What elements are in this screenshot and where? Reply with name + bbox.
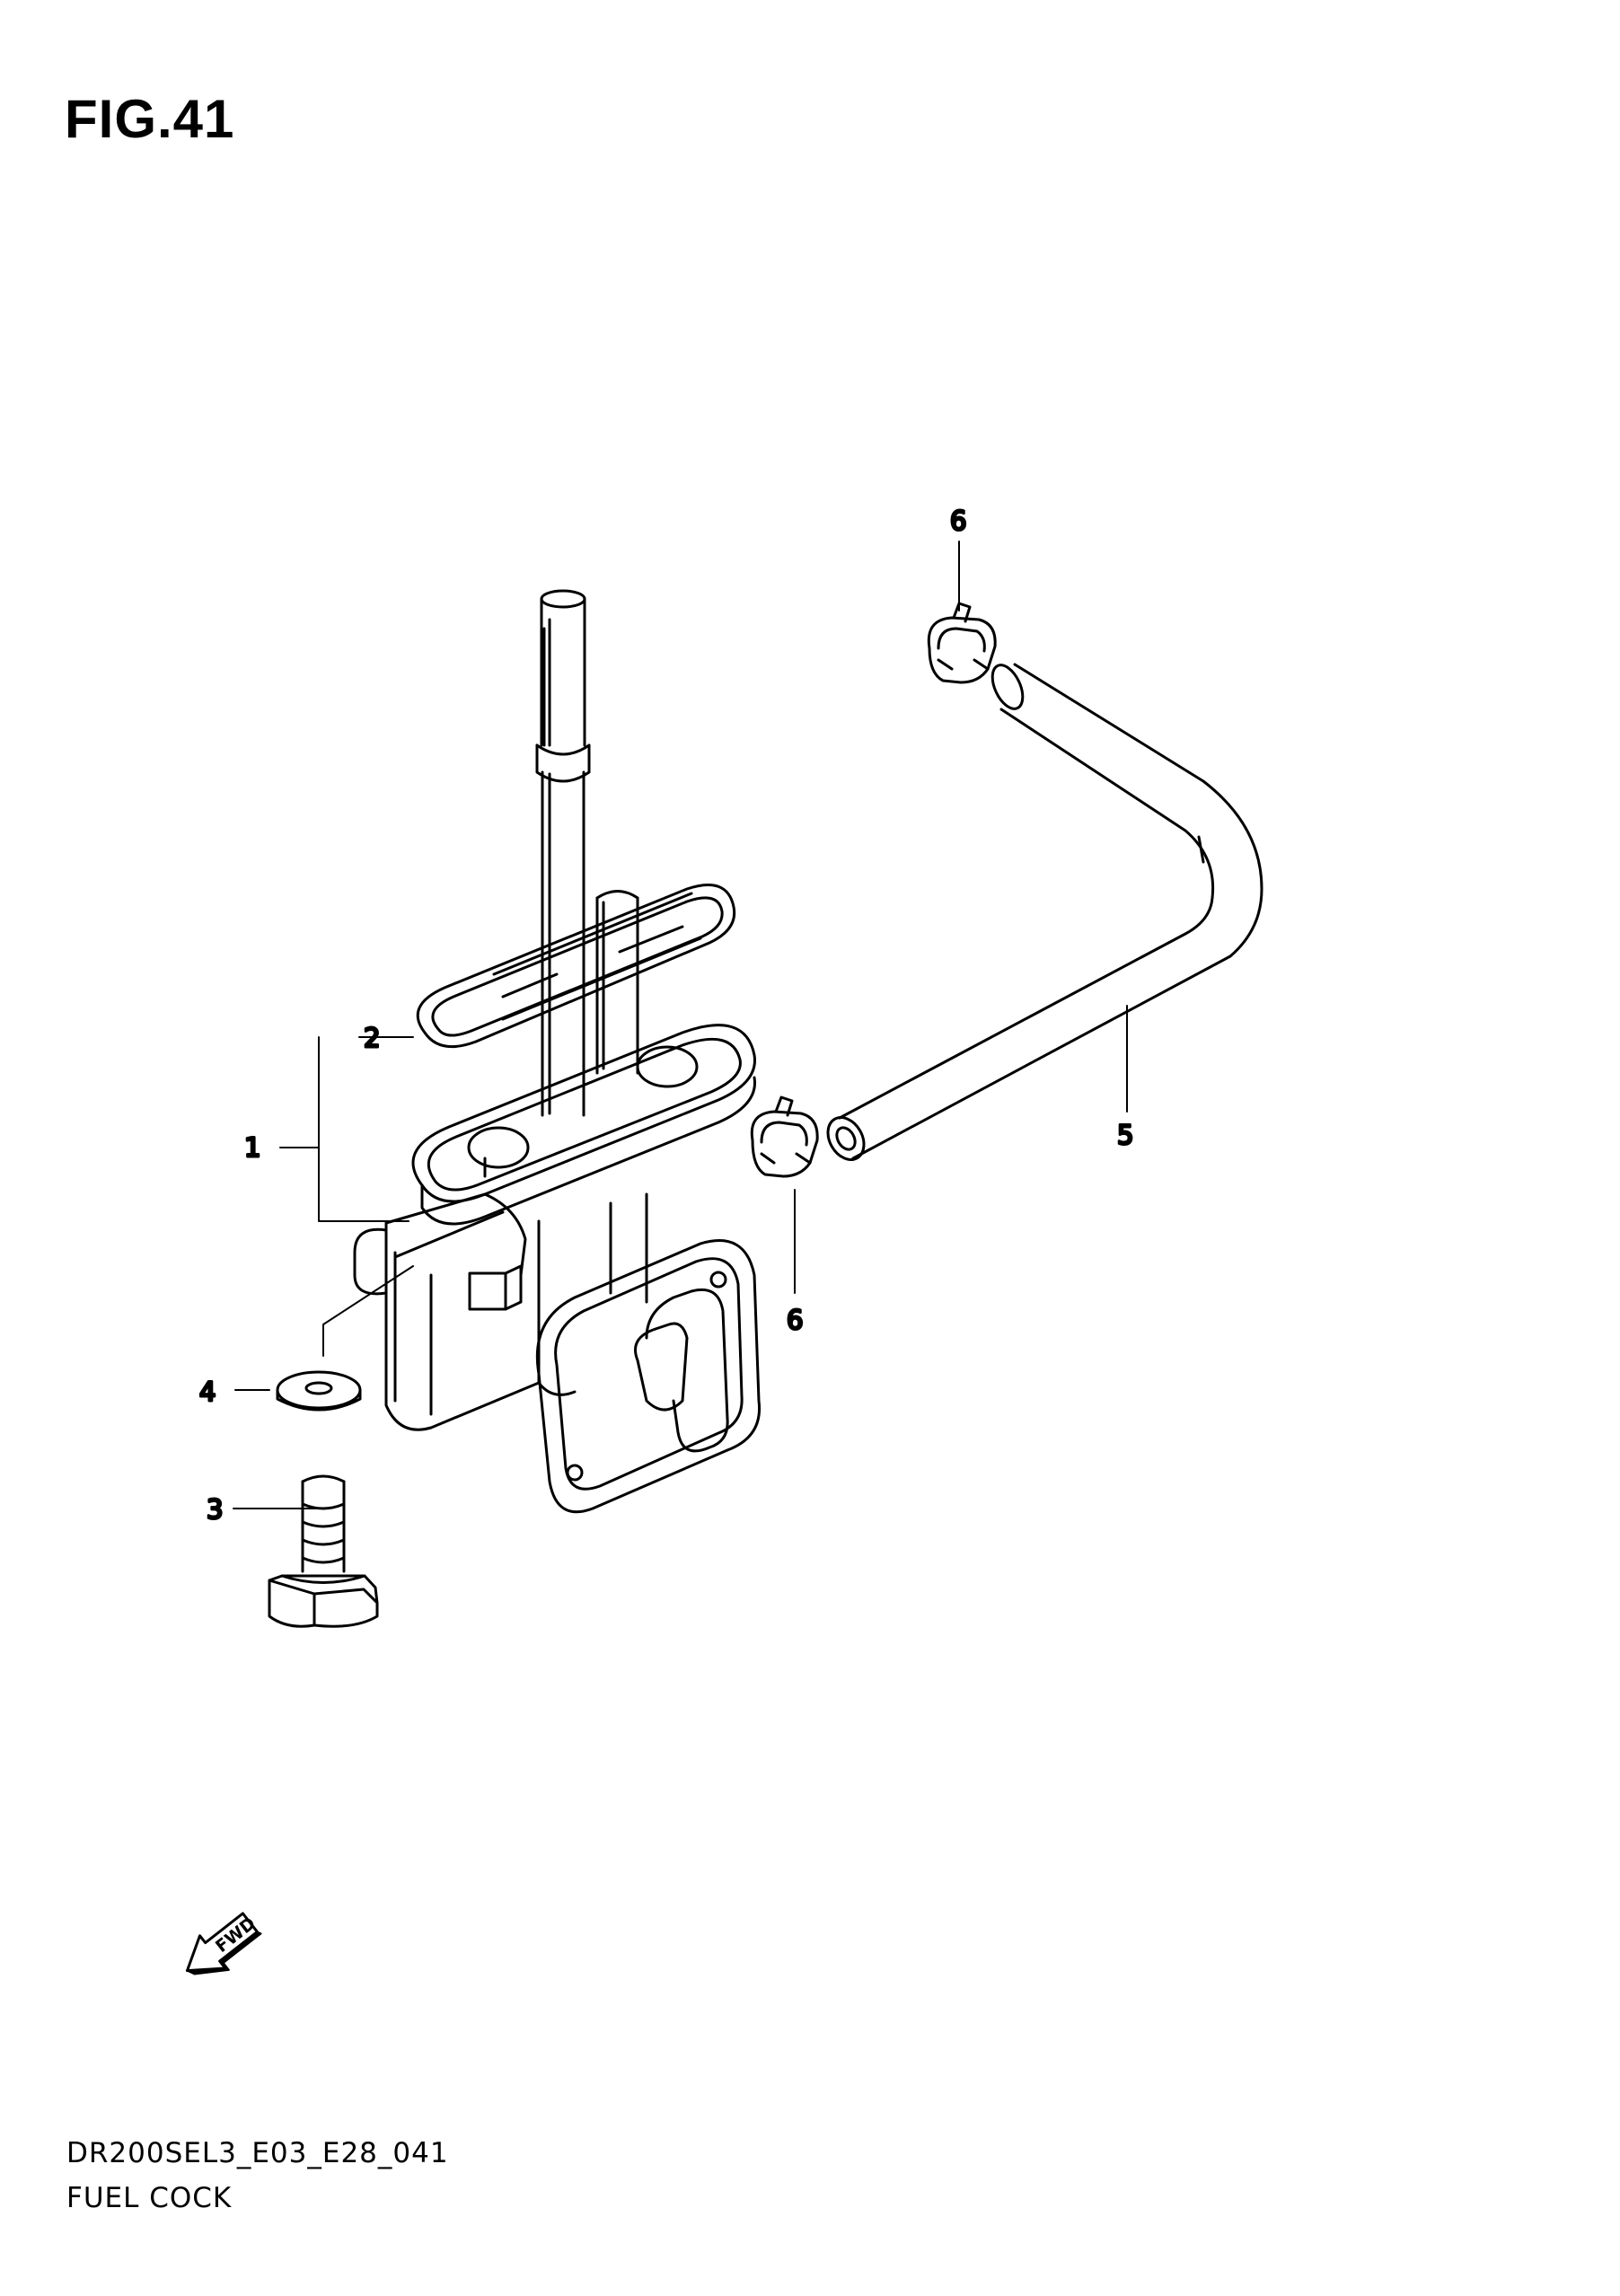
callout-5: 5 bbox=[1117, 1120, 1133, 1150]
valve-body bbox=[353, 1157, 762, 1514]
fuel-hose bbox=[826, 663, 1263, 1161]
strainer-tube bbox=[535, 589, 591, 1117]
callout-6-upper: 6 bbox=[950, 506, 966, 536]
drawing-code: DR200SEL3_E03_E28_041 bbox=[66, 2137, 449, 2169]
leader-lines bbox=[233, 541, 1128, 1509]
forward-arrow-icon: FWD bbox=[185, 1912, 262, 1975]
page-title: FIG.41 bbox=[65, 89, 235, 149]
callout-6-lower: 6 bbox=[787, 1305, 803, 1335]
bolt bbox=[268, 1474, 379, 1628]
callout-2: 2 bbox=[364, 1023, 380, 1053]
fuel-cock-assembly bbox=[353, 589, 762, 1514]
callout-4: 4 bbox=[199, 1377, 216, 1407]
washer bbox=[276, 1370, 362, 1412]
hose-clamp-lower bbox=[750, 1095, 819, 1178]
gasket bbox=[416, 884, 736, 1049]
callout-1: 1 bbox=[244, 1132, 260, 1163]
drawing-name: FUEL COCK bbox=[66, 2182, 233, 2214]
hose-clamp-upper bbox=[927, 602, 997, 684]
callout-3: 3 bbox=[207, 1494, 223, 1525]
